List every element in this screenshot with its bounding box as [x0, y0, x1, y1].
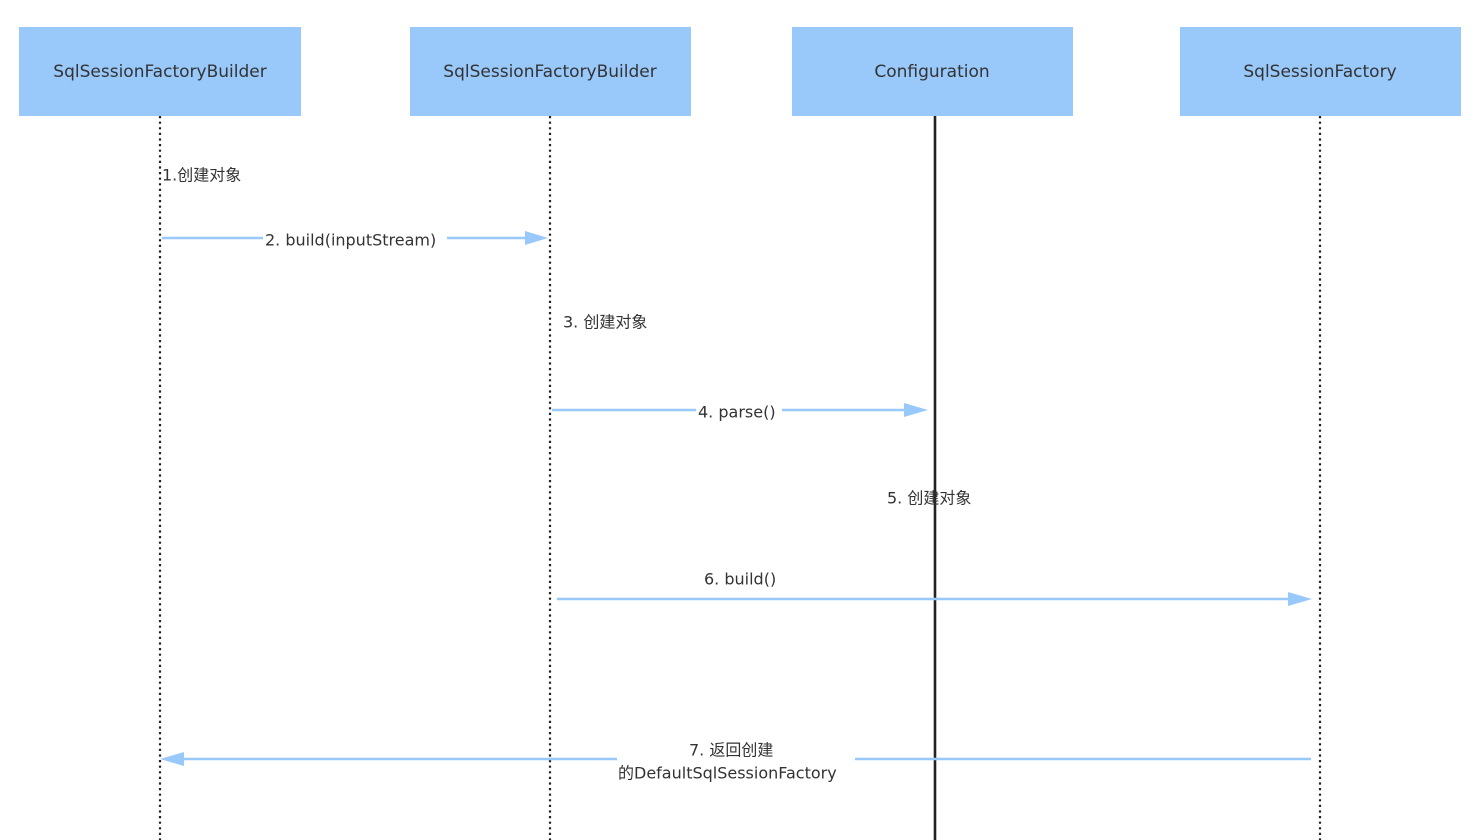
arrowhead-left-icon: [160, 752, 184, 766]
participant-label: SqlSessionFactory: [1243, 62, 1396, 82]
participant-sqlsessionfactorybuilder-1: SqlSessionFactoryBuilder: [19, 27, 301, 116]
message-7-label-line-1: 7. 返回创建: [689, 741, 773, 760]
arrowhead-right-icon: [1288, 592, 1312, 606]
message-1-label: 1.创建对象: [162, 166, 241, 185]
participant-sqlsessionfactory: SqlSessionFactory: [1180, 27, 1461, 116]
message-7-arrow: 7. 返回创建 的DefaultSqlSessionFactory: [160, 738, 1311, 784]
participant-configuration: Configuration: [792, 27, 1073, 116]
message-6-label: 6. build(): [704, 570, 776, 589]
participant-label: Configuration: [874, 62, 989, 82]
message-7-label-line-2: 的DefaultSqlSessionFactory: [618, 764, 837, 783]
message-2-label: 2. build(inputStream): [265, 231, 436, 250]
participant-sqlsessionfactorybuilder-2: SqlSessionFactoryBuilder: [410, 27, 691, 116]
message-6-arrow: 6. build(): [557, 570, 1312, 606]
participant-label: SqlSessionFactoryBuilder: [53, 62, 266, 82]
message-2-arrow: 2. build(inputStream): [162, 229, 548, 250]
message-4-label: 4. parse(): [698, 403, 776, 422]
message-5-label: 5. 创建对象: [887, 489, 971, 508]
participant-label: SqlSessionFactoryBuilder: [443, 62, 656, 82]
arrowhead-right-icon: [525, 231, 548, 245]
arrowhead-right-icon: [904, 403, 928, 417]
message-4-arrow: 4. parse(): [552, 401, 928, 422]
message-3-label: 3. 创建对象: [563, 313, 647, 332]
